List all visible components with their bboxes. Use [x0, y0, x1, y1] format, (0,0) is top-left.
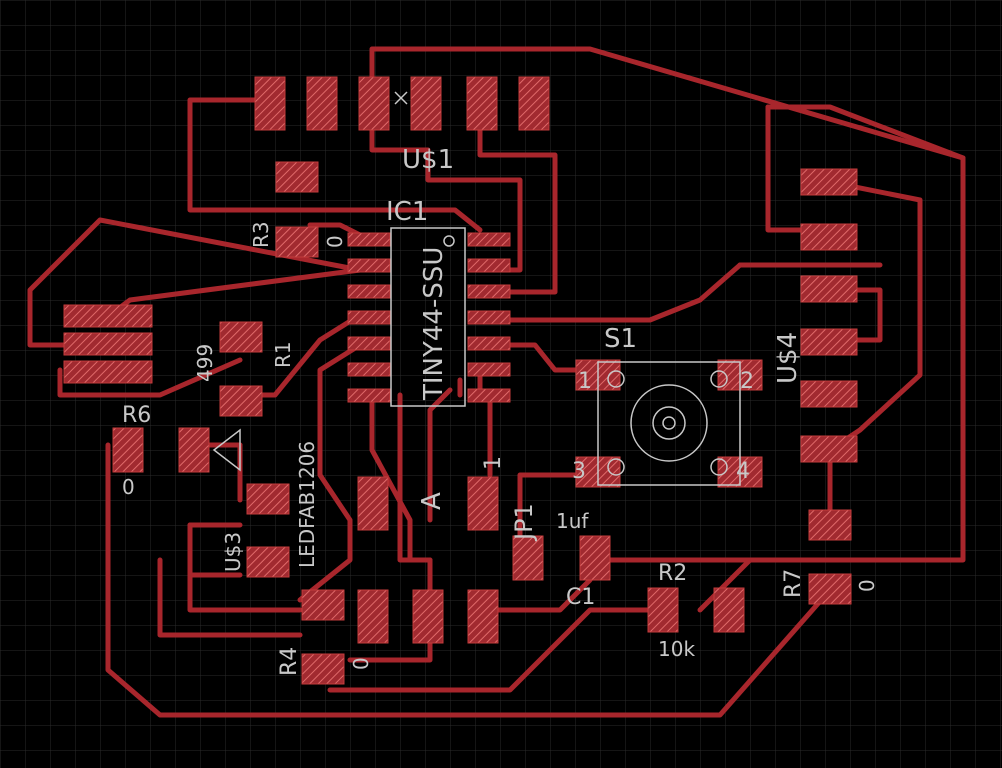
s1-outline	[597, 361, 741, 486]
pad	[275, 226, 319, 258]
pad	[713, 587, 745, 633]
led-part-label: LEDFAB1206	[295, 441, 319, 568]
pad	[306, 76, 338, 131]
jp1-pin-label: 1	[481, 456, 506, 470]
r7-label: R7	[781, 569, 806, 598]
pad	[357, 476, 389, 531]
traces	[27, 46, 966, 718]
s1-pin3-marker	[607, 458, 625, 476]
pad	[63, 304, 153, 328]
labels: U$1 IC1 TINY44-SSU R3 0 R1 499 R6 0 U$3 …	[122, 145, 879, 676]
u3-label: U$3	[221, 532, 245, 572]
led-symbol	[212, 428, 241, 472]
pad	[800, 435, 858, 463]
u1-origin-cross	[394, 91, 408, 105]
u4-label: U$4	[773, 332, 803, 384]
pad	[301, 653, 345, 685]
r3-value: 0	[323, 235, 347, 248]
ic1-pin1-marker	[443, 235, 455, 247]
pad	[800, 223, 858, 251]
pad	[467, 310, 511, 325]
pad	[219, 321, 263, 353]
pad	[358, 76, 390, 131]
pad	[808, 509, 852, 541]
pad	[800, 168, 858, 196]
u1-label: U$1	[402, 145, 454, 175]
pad	[246, 546, 290, 578]
r1-value: 499	[193, 344, 217, 382]
pad	[301, 589, 345, 621]
pad	[347, 362, 391, 377]
s1-pin1-marker	[607, 370, 625, 388]
ic1-label: IC1	[386, 197, 428, 227]
pad	[467, 284, 511, 299]
ic1-outline	[390, 227, 466, 407]
s1-pin4-marker	[710, 458, 728, 476]
pad	[467, 258, 511, 273]
pad	[800, 328, 858, 356]
pad	[347, 388, 391, 403]
pad	[467, 362, 511, 377]
s1-pin3-label: 3	[572, 459, 586, 484]
r6-label: R6	[122, 403, 151, 428]
r6-value: 0	[122, 475, 135, 499]
pad	[410, 76, 442, 131]
r1-label: R1	[271, 341, 295, 368]
r4-value: 0	[349, 657, 373, 670]
jp1-label: JP1	[510, 503, 538, 542]
s1-button-inner	[652, 406, 686, 440]
pad	[357, 589, 389, 644]
ic1-part-label: TINY44-SSU	[419, 247, 449, 401]
s1-pin1-label: 1	[578, 369, 592, 394]
jp1-a-label: A	[417, 492, 447, 510]
pad	[800, 380, 858, 408]
pad	[347, 258, 391, 273]
pad	[647, 587, 679, 633]
pad	[466, 76, 498, 131]
pad	[518, 76, 550, 131]
r4-label: R4	[277, 647, 302, 676]
pad	[347, 310, 391, 325]
pad	[254, 76, 286, 131]
pad	[275, 161, 319, 193]
pad	[412, 589, 444, 644]
s1-button-ring	[630, 384, 708, 462]
silkscreen	[212, 91, 741, 486]
r7-value: 0	[855, 579, 879, 592]
pad	[467, 589, 499, 644]
s1-pin4-label: 4	[736, 459, 750, 484]
r2-value: 10k	[658, 637, 695, 661]
pad	[579, 535, 611, 581]
c1-label: C1	[566, 585, 595, 610]
pads	[63, 76, 858, 685]
pad	[246, 483, 290, 515]
c1-value: 1uf	[556, 509, 589, 533]
pad	[112, 427, 144, 473]
pad	[219, 385, 263, 417]
pad	[347, 336, 391, 351]
pad	[800, 275, 858, 303]
pad	[512, 535, 544, 581]
pad	[63, 332, 153, 356]
pad	[467, 388, 511, 403]
pad	[467, 476, 499, 531]
s1-button-center	[662, 416, 676, 430]
pad	[178, 427, 210, 473]
pad	[467, 336, 511, 351]
s1-label: S1	[604, 324, 637, 354]
pad	[467, 232, 511, 247]
s1-pin2-marker	[710, 370, 728, 388]
s1-pin2-label: 2	[740, 369, 754, 394]
pad	[808, 573, 852, 605]
pad	[347, 284, 391, 299]
r2-label: R2	[658, 561, 687, 586]
pad	[347, 232, 391, 247]
pad	[63, 360, 153, 384]
r3-label: R3	[249, 221, 273, 248]
